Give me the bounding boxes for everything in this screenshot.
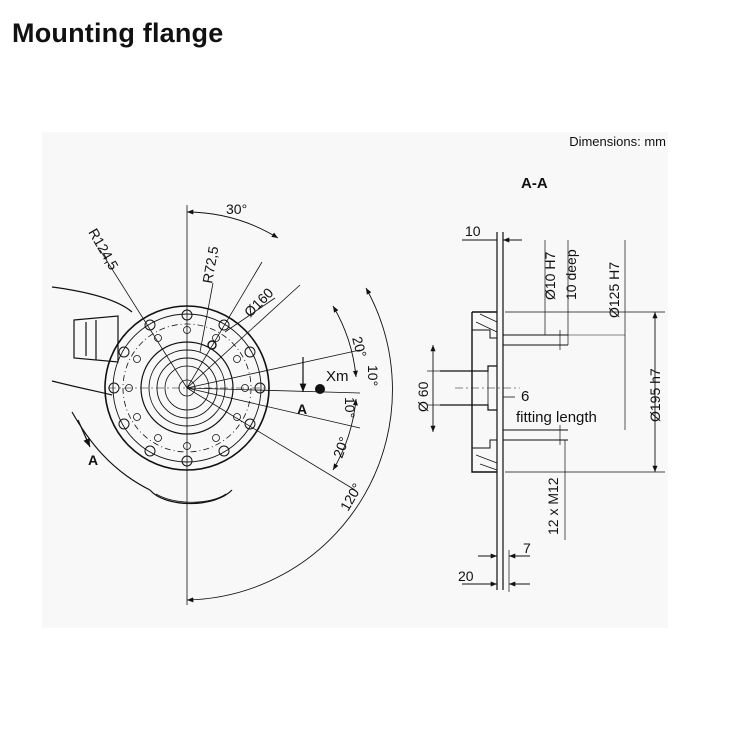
label-dim-7: 7 (523, 540, 531, 556)
label-fitting-length: fitting length (516, 409, 597, 426)
label-angle-30: 30° (226, 201, 247, 217)
label-xm: Xm (326, 368, 349, 385)
label-angle-10-lower: 10° (342, 397, 358, 418)
arm-outline-upper (51, 286, 133, 313)
label-fitting-value: 6 (521, 388, 529, 405)
units-note: Dimensions: mm (569, 134, 666, 149)
label-angle-20-upper: 20° (349, 335, 370, 360)
arc-120deg (186, 287, 393, 603)
arm-bracket-lines (85, 320, 97, 360)
label-pcd-diameter: Ø125 H7 (606, 262, 622, 318)
label-dim-10: 10 (465, 223, 481, 239)
arm-outline-lower (71, 411, 151, 491)
front-view (51, 205, 393, 605)
dowel-hole (207, 340, 217, 350)
label-angle-120: 120° (337, 480, 365, 513)
label-dim-20: 20 (458, 568, 474, 584)
section-mark-left: A (88, 452, 98, 468)
arc-30deg (186, 209, 279, 239)
label-angle-20-lower: 20° (330, 435, 352, 460)
xm-point (315, 384, 325, 394)
arm-outline-middle (51, 380, 113, 396)
label-radius-inner: R72,5 (199, 245, 221, 285)
label-angle-10-upper: 10° (365, 365, 381, 386)
section-title: A-A (521, 175, 548, 192)
section-view (427, 232, 665, 592)
label-diameter-pcd: Ø160 (241, 284, 277, 320)
label-bore-depth: 10 deep (563, 249, 579, 300)
label-thread: 12 x M12 (545, 477, 561, 535)
label-radius-outer: R124,5 (85, 226, 122, 273)
label-hub-diameter: Ø 60 (415, 381, 431, 412)
page-title: Mounting flange (12, 18, 224, 48)
label-bore-diameter: Ø10 H7 (542, 252, 558, 300)
arm-bracket (73, 315, 119, 363)
label-outer-diameter: Ø195 h7 (647, 368, 663, 422)
section-mark-right: A (297, 401, 307, 417)
